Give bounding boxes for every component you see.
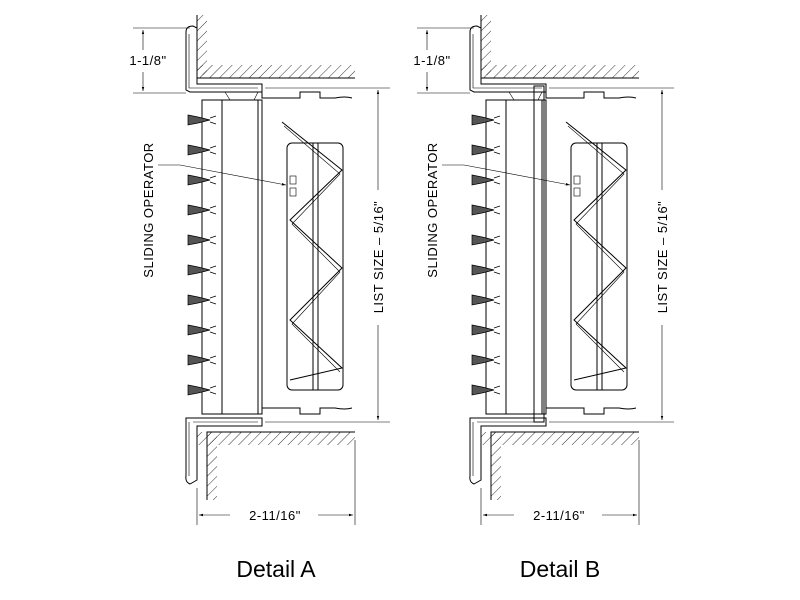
blade xyxy=(471,384,501,396)
center-channel xyxy=(533,85,545,423)
blade xyxy=(187,384,217,396)
blade xyxy=(471,114,501,126)
top-wall xyxy=(196,15,355,79)
opposed-blade-damper xyxy=(281,121,344,391)
opposed-blade-damper xyxy=(565,121,628,391)
blade xyxy=(471,354,501,366)
list-size-label: LIST SIZE – 5/16" xyxy=(655,201,670,314)
grille-frame xyxy=(485,99,547,415)
blade xyxy=(187,294,217,306)
height-dim-text: 1-1/8" xyxy=(129,53,166,68)
blade xyxy=(471,144,501,156)
width-dimension: 2-11/16" xyxy=(196,440,356,525)
blade xyxy=(471,174,501,186)
width-dim-text: 2-11/16" xyxy=(249,508,301,523)
width-dimension: 2-11/16" xyxy=(480,440,640,525)
bottom-frame-flange xyxy=(185,407,353,485)
detail-title: Detail B xyxy=(520,556,601,582)
detail-b: 1-1/8" SLIDING OPERATOR xyxy=(413,15,674,582)
list-size-dimension: LIST SIZE – 5/16" xyxy=(265,87,390,423)
top-frame-flange xyxy=(185,25,353,101)
grille-blades xyxy=(471,114,501,396)
grille-frame xyxy=(201,99,263,415)
sliding-operator-label: SLIDING OPERATOR xyxy=(141,142,156,277)
blade xyxy=(187,354,217,366)
top-frame-flange xyxy=(469,25,637,101)
height-dimension: 1-1/8" xyxy=(129,27,190,94)
blade xyxy=(471,324,501,336)
bottom-wall xyxy=(197,431,355,500)
list-size-label: LIST SIZE – 5/16" xyxy=(371,201,386,314)
blade xyxy=(187,234,217,246)
detail-a: 1-1/8" SLIDING OPERATOR xyxy=(129,15,390,582)
top-wall xyxy=(480,15,639,79)
blade xyxy=(471,204,501,216)
blade xyxy=(187,174,217,186)
sliding-operator-callout: SLIDING OPERATOR xyxy=(425,142,571,278)
width-dim-text: 2-11/16" xyxy=(533,508,585,523)
blade xyxy=(471,234,501,246)
blade xyxy=(187,204,217,216)
sliding-operator-label: SLIDING OPERATOR xyxy=(425,142,440,277)
sliding-operator-callout: SLIDING OPERATOR xyxy=(141,142,287,278)
blade xyxy=(187,264,217,276)
blade xyxy=(187,324,217,336)
bottom-frame-flange xyxy=(469,407,637,485)
grille-blades xyxy=(187,114,217,396)
blade xyxy=(187,114,217,126)
bottom-wall xyxy=(481,431,639,500)
height-dimension: 1-1/8" xyxy=(413,27,474,94)
blade xyxy=(187,144,217,156)
height-dim-text: 1-1/8" xyxy=(413,53,450,68)
blade xyxy=(471,264,501,276)
detail-title: Detail A xyxy=(236,556,316,582)
list-size-dimension: LIST SIZE – 5/16" xyxy=(549,87,674,423)
blade xyxy=(471,294,501,306)
